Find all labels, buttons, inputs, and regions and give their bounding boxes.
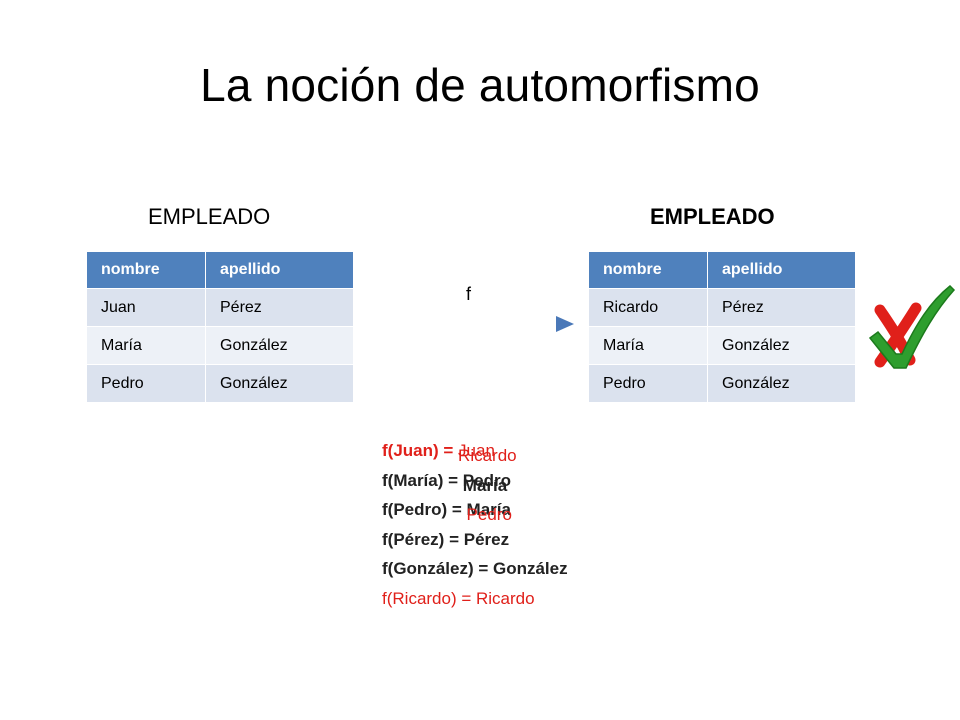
mapping-lhs: f(María) = <box>382 470 463 490</box>
mapping-rhs: Pedro <box>462 470 511 490</box>
table-header-row: nombre apellido <box>588 251 856 289</box>
mapping-arrow-icon <box>370 316 574 332</box>
table-cell: Juan <box>86 288 206 327</box>
check-icon <box>868 284 956 369</box>
left-table: nombre apellido Juan Pérez María Gonzále… <box>86 251 354 403</box>
mapping-rhs: González <box>492 559 568 578</box>
table-cell: González <box>205 326 354 365</box>
mapping-line: f(Ricardo) = Ricardo <box>382 584 568 614</box>
table-cell: González <box>707 326 856 365</box>
table-cell: María <box>86 326 206 365</box>
column-header: nombre <box>588 251 708 289</box>
mapping-lhs: f(Pérez) = <box>382 529 464 549</box>
mapping-rhs: Juan <box>458 441 495 460</box>
right-table: nombre apellido Ricardo Pérez María Gonz… <box>588 251 856 403</box>
mapping-lhs: f(Ricardo) = <box>382 588 476 608</box>
table-cell: Pedro <box>588 364 708 403</box>
mapping-rhs: Ricardo <box>476 588 535 608</box>
column-header: apellido <box>707 251 856 289</box>
table-row: María González <box>86 326 354 365</box>
validation-marks <box>868 284 956 369</box>
table-cell: Pedro <box>86 364 206 403</box>
table-cell: María <box>588 326 708 365</box>
table-cell: Ricardo <box>588 288 708 327</box>
table-row: Pedro González <box>86 364 354 403</box>
right-table-label: EMPLEADO <box>650 204 775 229</box>
mapping-lhs: f(Juan) = <box>382 441 459 460</box>
slide-title: La noción de automorfismo <box>200 59 760 111</box>
table-header-row: nombre apellido <box>86 251 354 289</box>
mapping-line: f(González) = González <box>382 554 568 584</box>
table-cell: González <box>205 364 354 403</box>
function-label: f <box>466 284 472 304</box>
mapping-lhs: f(Pedro) = <box>382 500 467 519</box>
table-cell: Pérez <box>707 288 856 327</box>
mapping-rhs: María <box>466 500 511 519</box>
mapping-rhs-overlay: Pedro <box>466 505 512 524</box>
table-row: Pedro González <box>588 364 856 403</box>
table-row: Juan Pérez <box>86 288 354 327</box>
table-row: María González <box>588 326 856 365</box>
table-cell: González <box>707 364 856 403</box>
table-row: Ricardo Pérez <box>588 288 856 327</box>
mapping-rhs-overlay: Ricardo <box>458 446 517 465</box>
column-header: apellido <box>205 251 354 289</box>
left-table-label: EMPLEADO <box>148 204 271 229</box>
table-cell: Pérez <box>205 288 354 327</box>
mapping-lhs: f(González) = <box>382 559 493 578</box>
column-header: nombre <box>86 251 206 289</box>
mapping-rhs-overlay: María <box>462 475 508 495</box>
mapping-line: f(Pérez) = Pérez <box>382 525 568 555</box>
mapping-rhs: Pérez <box>463 529 510 549</box>
